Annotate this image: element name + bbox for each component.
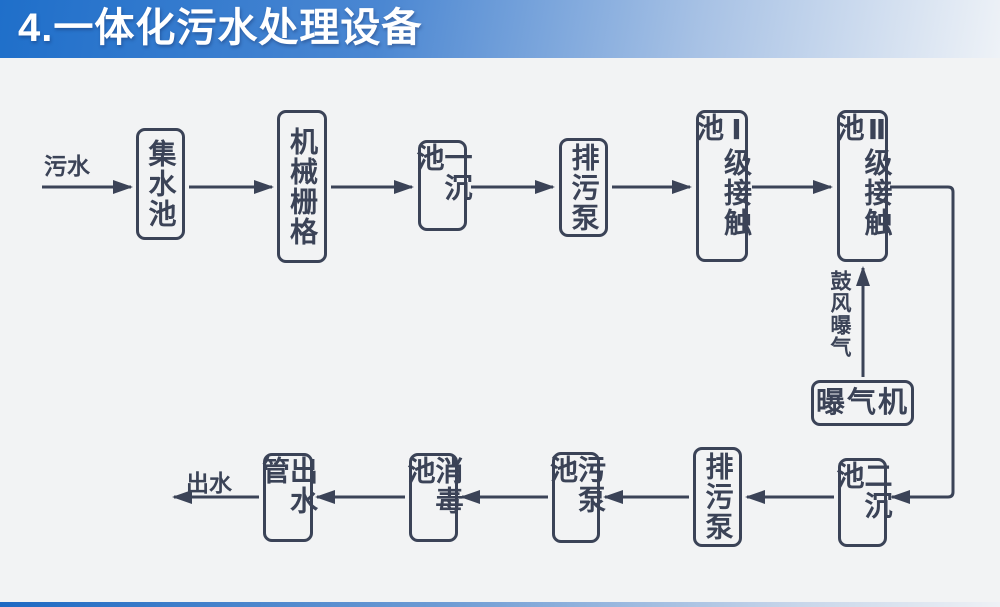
node-stage2-contact-tank: Ⅱ级接触池 [833,110,893,262]
flow-arrows [42,180,955,504]
node-label: 污泵池 [547,455,606,515]
bottom-accent-bar [0,602,1000,607]
node-label: Ⅱ级接触池 [833,113,893,238]
node-label: 二沉池 [833,461,893,521]
node-mechanical-screen: 机械栅格 [277,110,327,263]
node-label: 集水池 [145,139,177,229]
node-primary-sedimentation-tank: 一沉池 [414,140,473,231]
flow-diagram: 集水池 机械栅格 一沉池 排污泵 Ⅰ级接触池 Ⅱ级接触池 曝气机 二沉池 排污泵… [0,58,1000,602]
node-sewage-pump-bottom: 排污泵 [693,447,742,547]
node-outlet-pipe: 出水管 [259,453,318,542]
inflow-label: 污水 [44,153,90,179]
node-label: 出水管 [259,456,318,516]
node-label: 消毒池 [404,456,464,516]
node-secondary-sedimentation-tank: 二沉池 [834,458,893,547]
node-sewage-pump-top: 排污泵 [559,138,608,237]
node-label: 排污泵 [702,452,734,542]
connector-right-down [890,185,955,504]
aeration-label: 鼓风曝气 [828,270,851,358]
slide-title: 4.一体化污水处理设备 [18,6,423,50]
node-label: 一沉池 [413,143,473,203]
node-aerator: 曝气机 [811,380,914,426]
outflow-label: 出水 [186,470,232,496]
title-bar: 4.一体化污水处理设备 [0,0,1000,58]
node-disinfection-tank: 消毒池 [405,453,464,542]
node-label: 曝气机 [815,386,909,419]
node-label: Ⅰ级接触池 [693,113,752,238]
node-collecting-tank: 集水池 [136,128,185,240]
node-label: 排污泵 [568,142,600,233]
node-label: 机械栅格 [287,126,318,247]
node-stage1-contact-tank: Ⅰ级接触池 [693,110,752,262]
node-sludge-pump-tank: 污泵池 [547,452,606,543]
